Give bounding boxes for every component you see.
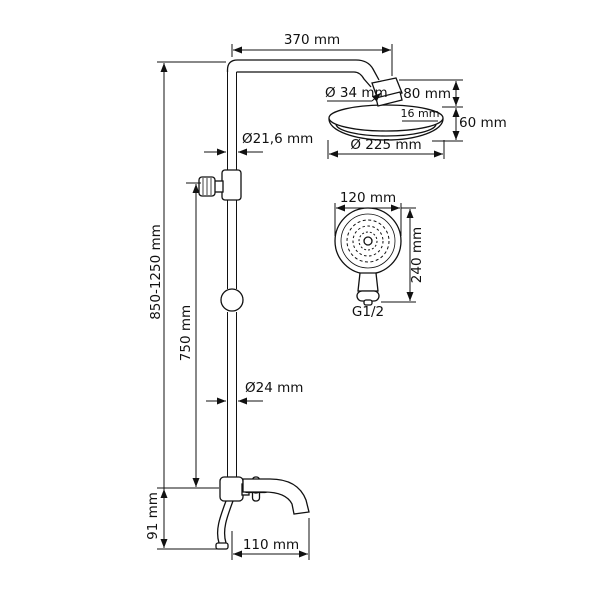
pipe-union-nut (220, 288, 244, 312)
shower-arm (226, 59, 380, 88)
dim-head-rim: 16 mm (401, 107, 440, 122)
dim-label-top-width: 370 mm (284, 32, 340, 48)
dim-label-hand-shower-length: 240 mm (409, 227, 425, 283)
riser-pipe-fill (227, 62, 237, 498)
dim-head-connector-height: 80 mm (399, 79, 463, 108)
rain-shower-head (328, 77, 444, 141)
dim-label-spout-reach: 110 mm (243, 537, 299, 553)
shower-arm-outer (226, 59, 380, 81)
dim-label-head-connector-height: 80 mm (403, 86, 451, 102)
dim-top-width: 370 mm (231, 32, 393, 76)
dim-hand-shower-length: 240 mm (381, 207, 425, 303)
nozzle-ring (346, 219, 390, 263)
dim-label-head-height: 60 mm (459, 115, 507, 131)
hose-fitting (215, 542, 229, 550)
leader-arrow (371, 92, 382, 102)
hose-edge (223, 500, 234, 544)
head-dome (328, 104, 444, 132)
dim-label-lower-riser-height: 750 mm (178, 305, 194, 361)
nozzle-ring (352, 225, 384, 257)
dim-lower-riser-diameter: Ø24 mm (206, 380, 303, 405)
dim-riser-diameter: Ø21,6 mm (204, 131, 313, 156)
head-connector-nut (375, 91, 403, 107)
hand-shower-detail (334, 207, 402, 306)
dim-label-riser-diameter: Ø21,6 mm (242, 131, 313, 147)
fixture-drawing (198, 59, 444, 550)
riser-pipe (227, 62, 237, 498)
dim-label-head-rim: 16 mm (401, 107, 440, 120)
dim-total-height: 850-1250 mm 91 mm (145, 61, 227, 550)
dim-arm-connector-diameter: Ø 34 mm (325, 85, 388, 102)
hose-edge (216, 500, 227, 544)
dim-lower-riser-height: 750 mm (178, 182, 201, 487)
hand-shower-center-cap (363, 236, 373, 246)
dimension-annotations: 370 mm Ø 34 mm 80 mm 16 mm 60 mm (145, 32, 507, 560)
hand-shower-handle (357, 272, 379, 292)
mixer-valve (215, 476, 310, 550)
nozzle-ring (358, 231, 378, 251)
dim-label-lower-riser-diameter: Ø24 mm (245, 380, 303, 396)
dim-head-diameter: Ø 225 mm (327, 137, 445, 159)
dim-label-arm-connector: Ø 34 mm (325, 85, 388, 101)
diverter-body (221, 169, 242, 201)
label-hand-shower-thread: G1/2 (352, 304, 384, 320)
hand-shower-inlet (363, 299, 373, 306)
dim-hand-shower-diameter: 120 mm (334, 190, 402, 236)
bath-spout (242, 478, 310, 515)
shower-arm-inner (236, 71, 372, 88)
hand-shower-face-ring (340, 213, 396, 269)
valve-body (219, 476, 244, 502)
hand-shower-face-outer (334, 207, 402, 275)
dim-label-hand-shower-diameter: 120 mm (340, 190, 396, 206)
diverter (198, 169, 242, 201)
dim-label-spout-height: 91 mm (145, 492, 161, 540)
head-rim-inner-line (335, 123, 437, 137)
dim-label-head-diameter: Ø 225 mm (350, 137, 421, 153)
dim-head-height: 60 mm (432, 108, 507, 142)
dim-spout-reach: 110 mm (231, 518, 310, 560)
dim-label-total-height: 850-1250 mm (148, 224, 164, 320)
